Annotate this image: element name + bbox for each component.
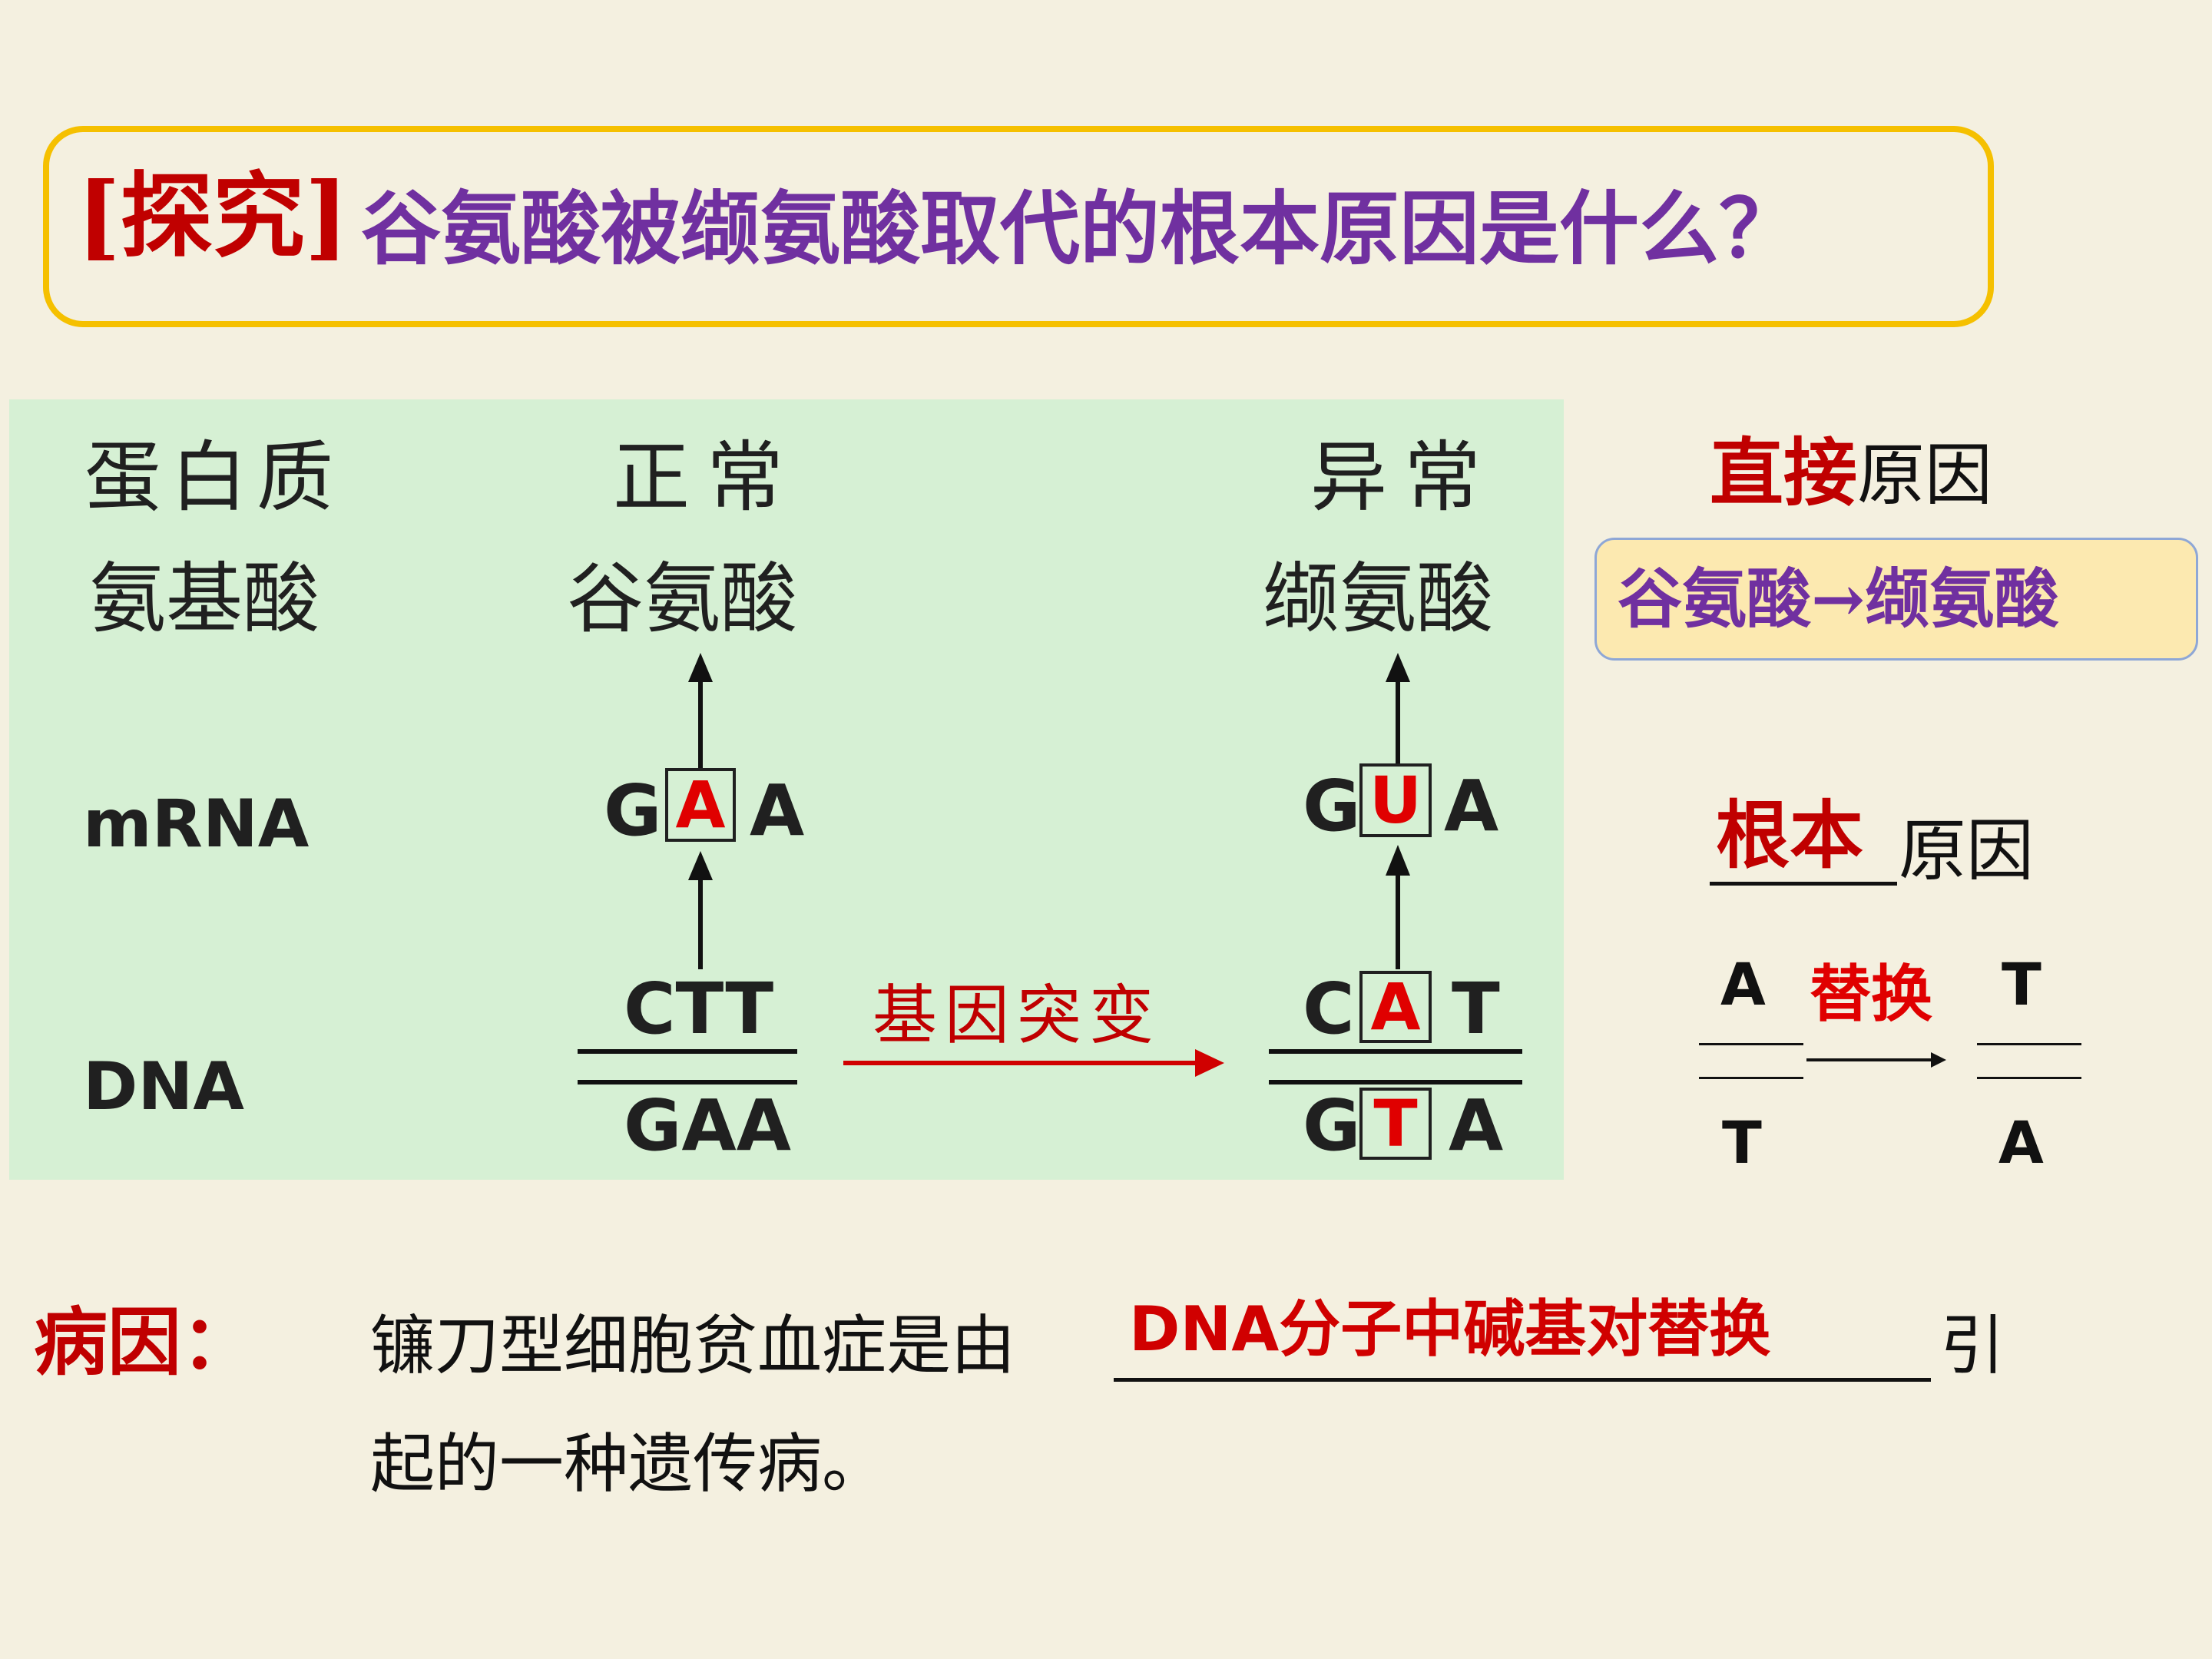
row-label-amino-acid: 氨基酸: [89, 554, 320, 644]
abnormal-dna-bottom-base-1: G: [1303, 1084, 1361, 1167]
replace-right-bottom: A: [1998, 1108, 2044, 1177]
answer-dna: DNA: [1129, 1293, 1280, 1365]
replace-left-top: A: [1720, 950, 1766, 1018]
abnormal-mrna-base-1: G: [1303, 765, 1361, 847]
etiology-line1-end: 引: [1940, 1308, 2005, 1383]
etiology-line2: 起的一种遗传病。: [370, 1426, 887, 1502]
replace-right-line-1: [1977, 1043, 2081, 1045]
replace-left-bottom: T: [1722, 1108, 1762, 1177]
answer-blank-underline: [1114, 1378, 1931, 1382]
normal-up-arrow-2: [688, 851, 713, 969]
abnormal-mrna-base-2-box: U: [1359, 763, 1432, 837]
replace-right-top: T: [2002, 950, 2041, 1018]
abnormal-dna-bottom-base-2-box: T: [1359, 1088, 1432, 1160]
mutation-arrow: [843, 1049, 1224, 1077]
root-cause-suffix: 原因: [1899, 811, 2035, 890]
replacement-arrow: [1806, 1052, 1946, 1068]
abnormal-mrna-base-2: U: [1369, 763, 1422, 838]
root-cause-emphasis: 根本: [1716, 792, 1863, 879]
normal-dna-line-top: [578, 1049, 797, 1054]
explore-label: [探究]: [77, 162, 349, 270]
direct-cause-box: [1594, 538, 2198, 661]
abnormal-up-arrow-1: [1386, 653, 1410, 763]
abnormal-dna-line-top: [1269, 1049, 1522, 1054]
question-box: [43, 126, 1994, 327]
abnormal-mrna-base-3: A: [1444, 765, 1499, 847]
row-label-mrna: mRNA: [83, 786, 310, 863]
etiology-line1-start: 镰刀型细胞贫血症是由: [370, 1308, 1016, 1383]
normal-mrna-base-2: A: [675, 767, 726, 843]
normal-dna-line-bottom: [578, 1080, 797, 1084]
normal-amino-acid: 谷氨酸: [567, 554, 797, 644]
replace-right-line-2: [1977, 1077, 2081, 1079]
question-text: 谷氨酸被缬氨酸取代的根本原因是什么？: [361, 181, 1800, 276]
abnormal-amino-acid: 缬氨酸: [1263, 554, 1493, 644]
normal-mrna-base-2-box: A: [665, 768, 736, 842]
normal-dna-top: CTT: [624, 968, 774, 1050]
abnormal-dna-top-base-1: C: [1303, 968, 1355, 1050]
root-cause-underline: [1710, 882, 1897, 886]
abnormal-up-arrow-2: [1386, 845, 1410, 969]
direct-cause-emphasis: 直接: [1710, 429, 1857, 516]
replace-left-line-1: [1699, 1043, 1803, 1045]
abnormal-dna-top-base-3: T: [1452, 968, 1500, 1050]
direct-cause-content: 谷氨酸→缬氨酸: [1618, 561, 2059, 637]
abnormal-heading: 异常: [1310, 432, 1498, 522]
etiology-label: 病因：: [34, 1299, 255, 1386]
replace-label: 替换: [1810, 958, 1932, 1030]
replace-left-line-2: [1699, 1077, 1803, 1079]
normal-heading: 正常: [613, 432, 800, 522]
answer-rest: 分子中碱基对替换: [1279, 1293, 1771, 1365]
answer-text: DNA分子中碱基对替换: [1129, 1298, 1770, 1360]
mutation-label: 基因突变: [873, 978, 1162, 1053]
direct-cause-suffix: 原因: [1857, 435, 1993, 515]
abnormal-dna-line-bottom: [1269, 1080, 1522, 1084]
row-label-protein: 蛋白质: [84, 432, 343, 522]
normal-dna-bottom: GAA: [624, 1084, 791, 1167]
abnormal-dna-top-base-2-box: A: [1359, 971, 1432, 1043]
abnormal-dna-bottom-base-3: A: [1449, 1084, 1504, 1167]
normal-mrna-base-3: A: [750, 770, 805, 852]
normal-up-arrow-1: [688, 653, 713, 768]
abnormal-dna-top-base-2: A: [1370, 969, 1421, 1045]
row-label-dna: DNA: [83, 1048, 244, 1125]
abnormal-dna-bottom-base-2: T: [1373, 1086, 1418, 1161]
direct-cause-heading: 直接原因: [1710, 436, 1992, 510]
normal-mrna-base-1: G: [604, 770, 662, 852]
